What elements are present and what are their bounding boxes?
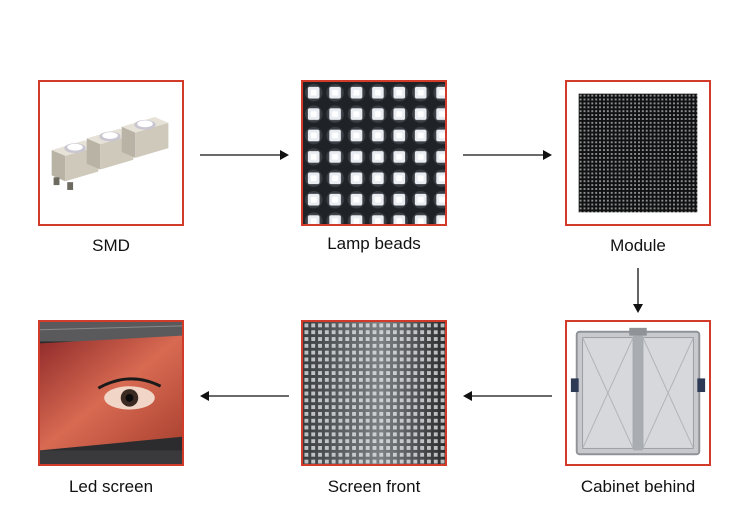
screen-front-image-frame bbox=[301, 320, 447, 466]
cabinet-behind-image-frame bbox=[565, 320, 711, 466]
cabinet-behind-image bbox=[567, 322, 709, 464]
step-label-led-screen: Led screen bbox=[68, 477, 154, 496]
smd-image-frame bbox=[38, 80, 184, 226]
step-label-lamp-beads: Lamp beads bbox=[327, 234, 421, 253]
led-screen-image-frame bbox=[38, 320, 184, 466]
arrow-lamp-beads-to-module bbox=[463, 150, 552, 160]
arrow-screen-front-to-led-screen bbox=[200, 391, 289, 401]
step-label-smd: SMD bbox=[92, 236, 130, 255]
step-label-module: Module bbox=[610, 236, 666, 255]
lamp-beads-image-frame bbox=[301, 80, 447, 226]
screen-front-image bbox=[303, 322, 445, 464]
led-screen-image bbox=[40, 322, 182, 464]
module-image bbox=[567, 82, 709, 224]
arrow-cabinet-to-screen-front bbox=[463, 391, 552, 401]
arrow-module-to-cabinet bbox=[633, 268, 643, 313]
lamp-beads-image bbox=[303, 82, 445, 224]
smd-leds-image bbox=[40, 82, 182, 224]
step-label-screen-front: Screen front bbox=[327, 477, 421, 496]
step-label-cabinet-behind: Cabinet behind bbox=[580, 477, 696, 496]
arrow-smd-to-lamp-beads bbox=[200, 150, 289, 160]
module-image-frame bbox=[565, 80, 711, 226]
